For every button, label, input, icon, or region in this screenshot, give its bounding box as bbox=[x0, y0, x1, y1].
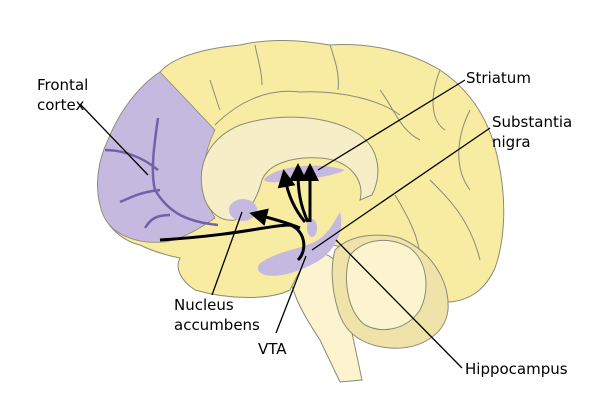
label-hippocampus: Hippocampus bbox=[465, 360, 568, 378]
label-striatum: Striatum bbox=[466, 69, 531, 87]
nucleus-accumbens-region bbox=[229, 199, 257, 221]
cortical-projections bbox=[104, 117, 219, 229]
substantia-nigra-region bbox=[307, 219, 317, 237]
leader-lines bbox=[79, 79, 491, 369]
label-frontal-cortex: Frontal cortex bbox=[37, 76, 89, 114]
label-vta: VTA bbox=[258, 340, 287, 358]
dopamine-pathways bbox=[159, 163, 319, 262]
label-nucleus-accumbens: Nucleus accumbens bbox=[174, 296, 260, 334]
label-substantia-nigra: Substantia nigra bbox=[492, 113, 573, 151]
vta-substantia-region bbox=[257, 212, 342, 276]
cerebellum-inner bbox=[346, 239, 427, 331]
sulci bbox=[209, 44, 481, 261]
